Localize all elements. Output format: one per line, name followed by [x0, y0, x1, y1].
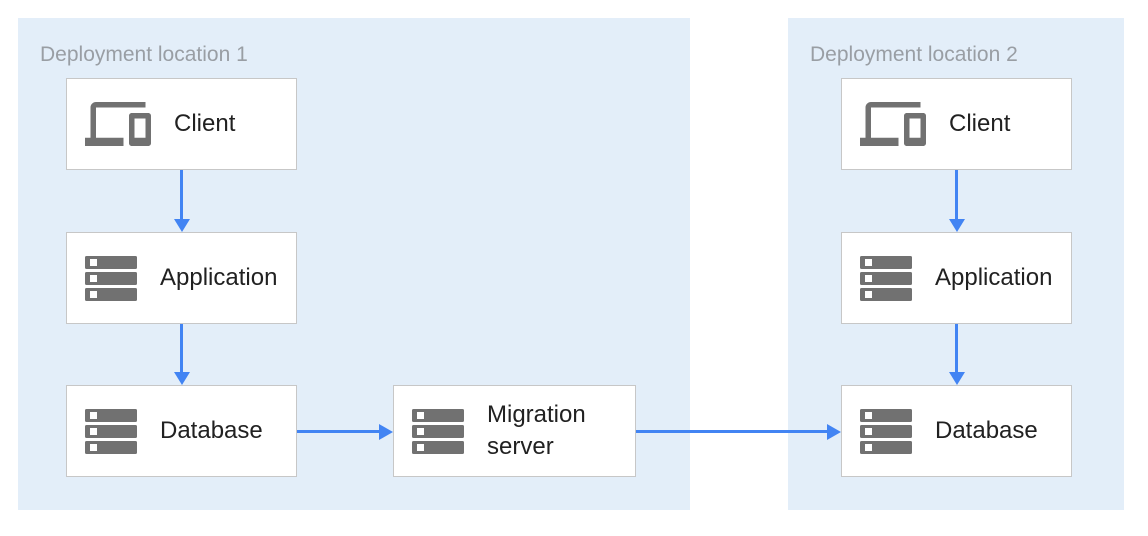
- zone-2-title: Deployment location 2: [810, 43, 1018, 66]
- arrow-application2-to-database2-head: [948, 372, 965, 385]
- node-migration-server: Migration server: [393, 385, 636, 477]
- arrow-client2-to-application2-shaft: [955, 170, 958, 219]
- node-application-1: Application: [66, 232, 297, 324]
- arrow-application2-to-database2-shaft: [955, 324, 958, 372]
- node-label: Database: [160, 417, 263, 444]
- node-label: Client: [174, 110, 236, 137]
- node-database-1: Database: [66, 385, 297, 477]
- server-rack-icon: [412, 408, 464, 454]
- node-label: Migration server: [487, 401, 586, 460]
- zone-1-title: Deployment location 1: [40, 43, 248, 66]
- server-rack-icon: [85, 255, 137, 301]
- arrow-migration-to-database2-shaft: [636, 430, 827, 433]
- node-label: Database: [935, 417, 1038, 444]
- arrow-application1-to-database1-head: [173, 372, 190, 385]
- node-label: Client: [949, 110, 1011, 137]
- node-label: Application: [160, 264, 278, 291]
- server-rack-icon: [860, 255, 912, 301]
- server-rack-icon: [860, 408, 912, 454]
- devices-icon: [860, 102, 926, 146]
- arrow-database1-to-migration-shaft: [297, 430, 379, 433]
- arrow-migration-to-database2-head: [827, 423, 841, 440]
- node-client-1: Client: [66, 78, 297, 170]
- devices-icon: [85, 102, 151, 146]
- node-client-2: Client: [841, 78, 1072, 170]
- arrow-client1-to-application1-head: [173, 219, 190, 232]
- server-rack-icon: [85, 408, 137, 454]
- node-label: Application: [935, 264, 1053, 291]
- node-database-2: Database: [841, 385, 1072, 477]
- arrow-database1-to-migration-head: [379, 423, 393, 440]
- arrow-application1-to-database1-shaft: [180, 324, 183, 372]
- node-application-2: Application: [841, 232, 1072, 324]
- arrow-client1-to-application1-shaft: [180, 170, 183, 219]
- arrow-client2-to-application2-head: [948, 219, 965, 232]
